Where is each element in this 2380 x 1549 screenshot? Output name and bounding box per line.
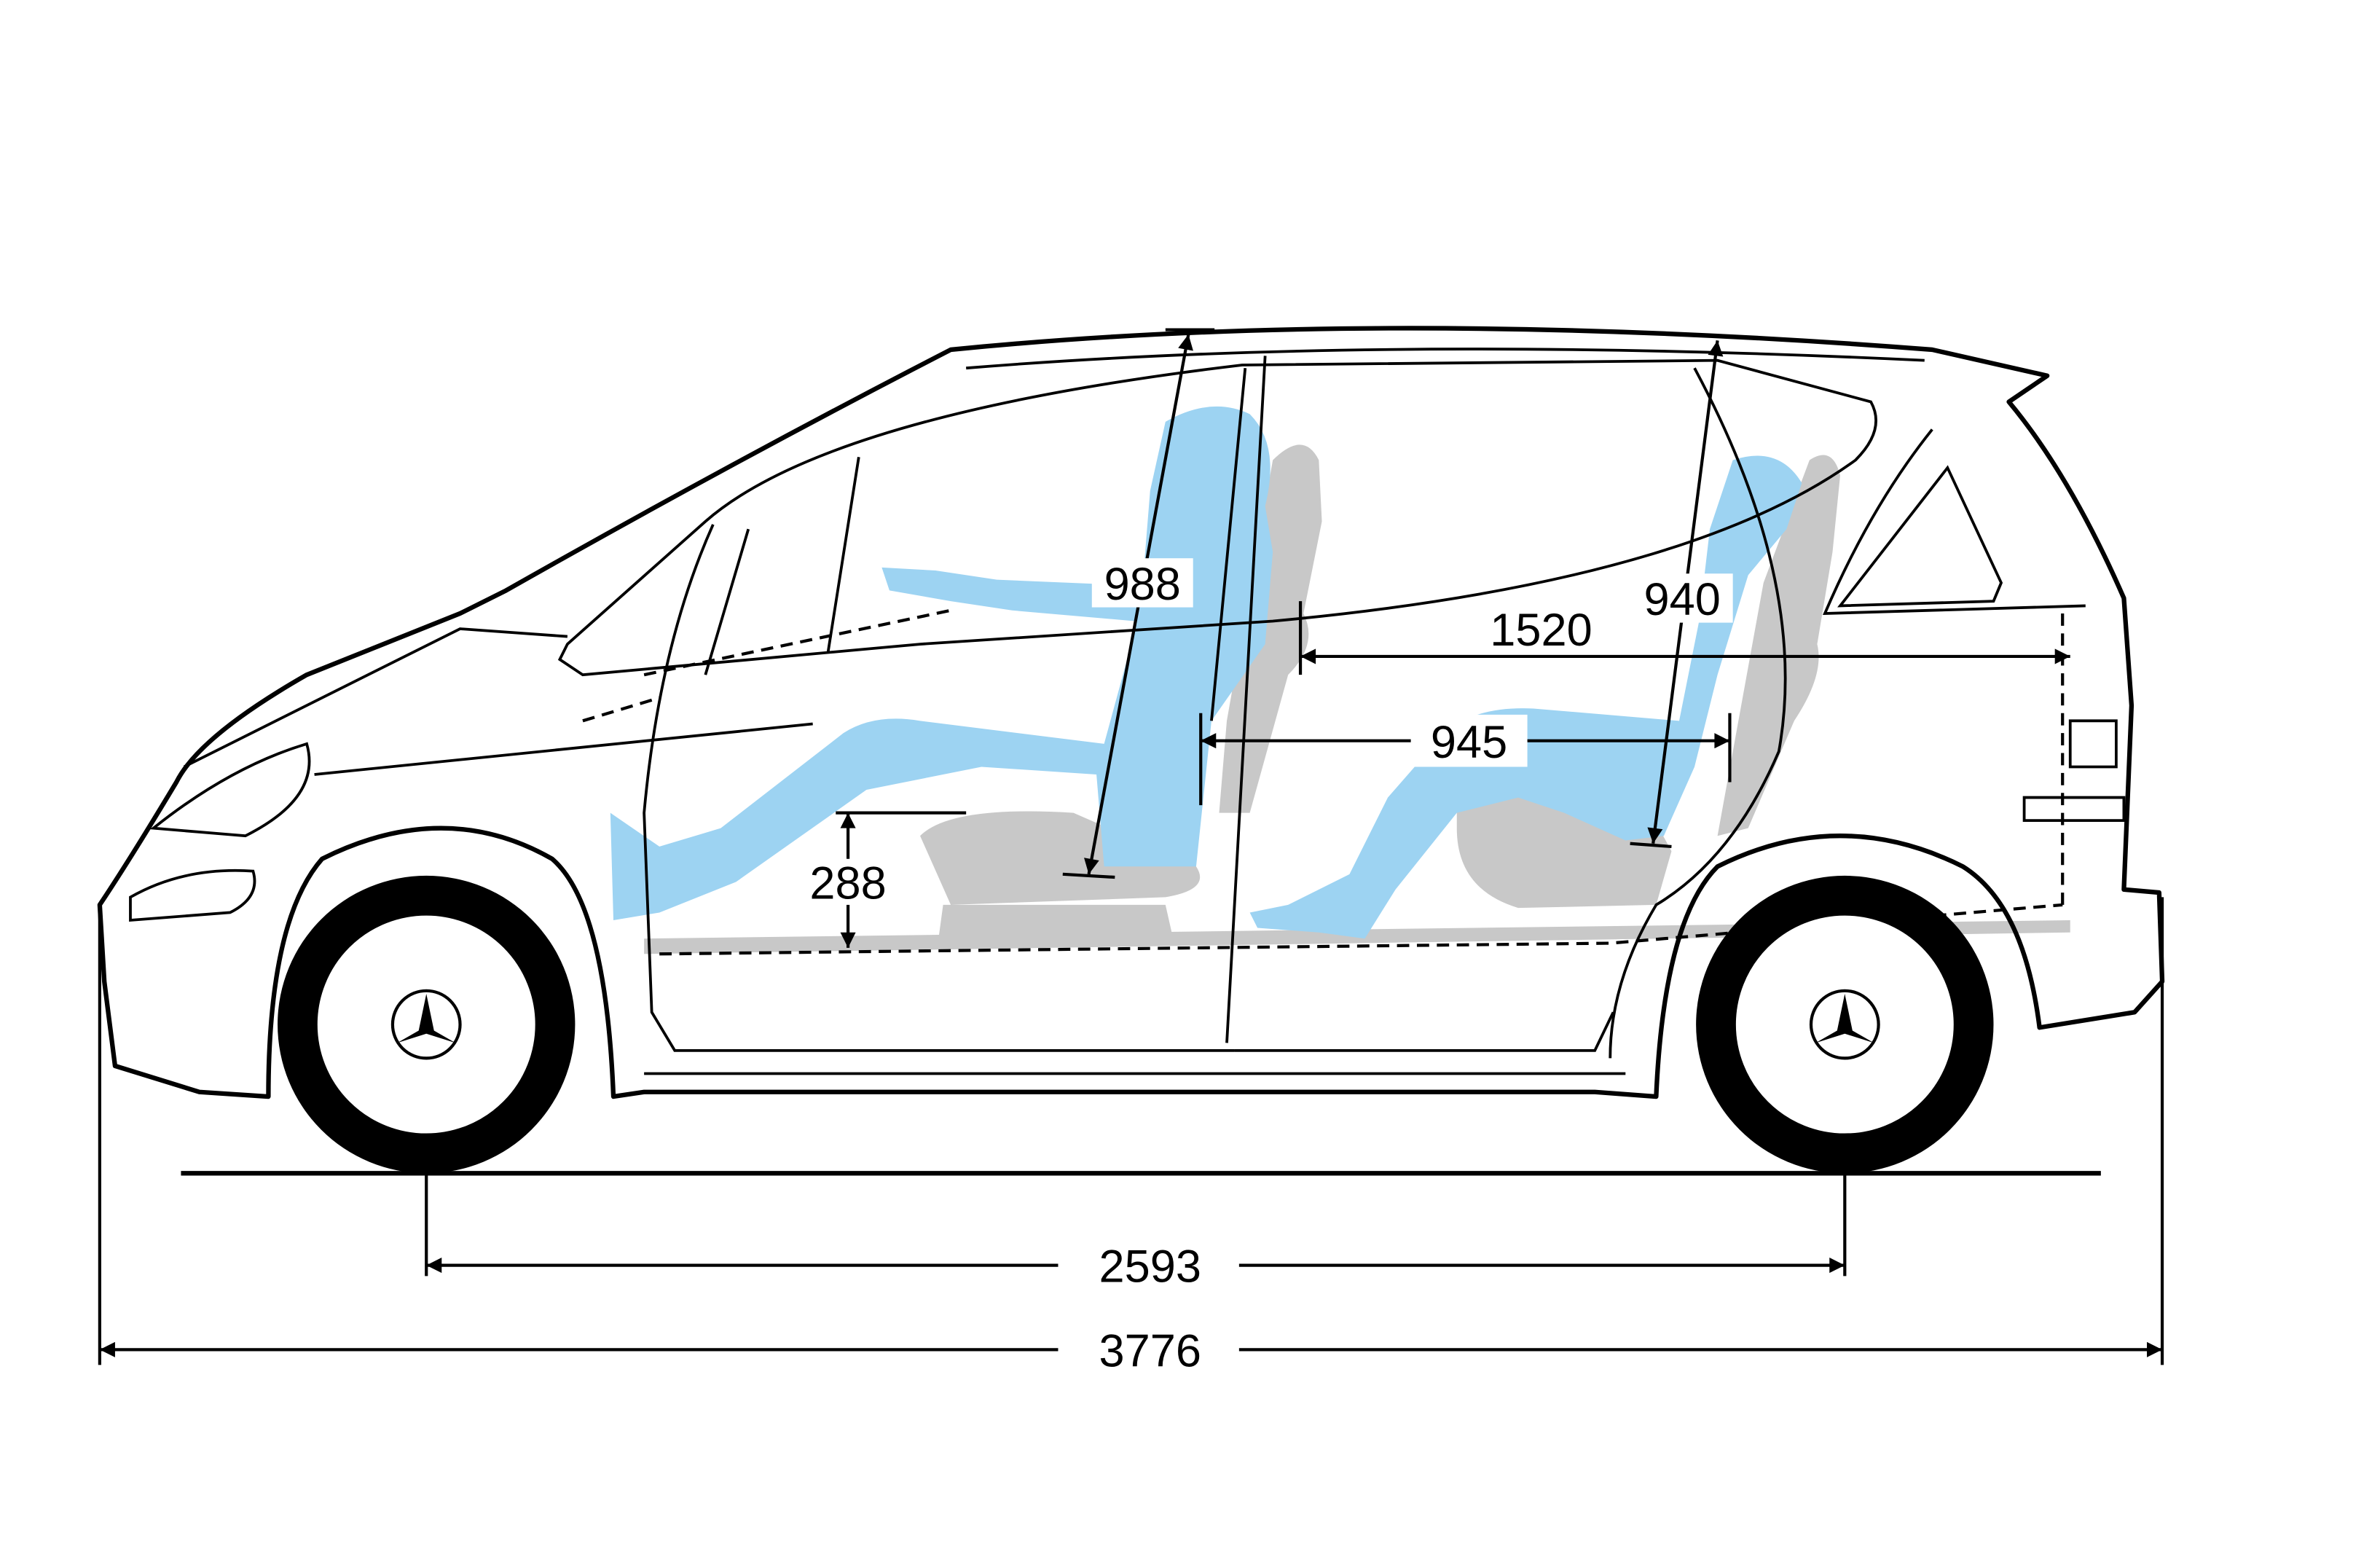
wheelbase-label: 2593	[1099, 1242, 1201, 1293]
overall-length-label: 3776	[1099, 1326, 1201, 1377]
seat-spacing-label: 945	[1431, 717, 1507, 768]
interior-length-label: 1520	[1490, 605, 1592, 656]
front-door	[643, 524, 1235, 1052]
headlight	[149, 742, 311, 838]
seat-line-dashed	[582, 608, 951, 723]
b-pillar	[1210, 356, 1267, 1043]
rear-window	[1823, 428, 2086, 615]
taillight	[2022, 719, 2126, 823]
seat-height-label: 288	[809, 858, 886, 909]
rear-headroom-label: 940	[1644, 574, 1721, 625]
hood-line	[183, 627, 813, 776]
front-seat	[920, 444, 1322, 939]
window-line	[557, 358, 1877, 677]
a-pillar	[704, 456, 860, 675]
c-pillar	[1609, 367, 1787, 1059]
front-wheel	[278, 875, 576, 1174]
fog-light	[129, 868, 256, 922]
rear-door	[1234, 1011, 1615, 1052]
roof-line	[966, 348, 1925, 370]
body-outline	[97, 326, 2165, 1099]
rear-wheel	[1696, 875, 1994, 1174]
front-headroom-label: 988	[1104, 559, 1181, 610]
